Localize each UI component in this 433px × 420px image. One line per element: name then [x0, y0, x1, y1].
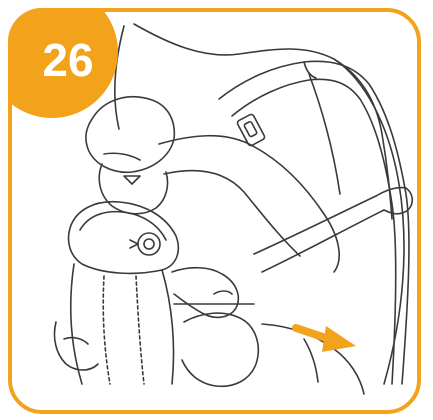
adult-hand-bottom [53, 321, 99, 371]
baby-leg [181, 312, 260, 388]
adult-hand-on-head [85, 96, 176, 174]
step-badge: 26 [8, 8, 126, 126]
pull-direction-arrow-icon [292, 324, 356, 352]
carrier-head-support [67, 200, 180, 275]
shoulder-strap [218, 60, 410, 385]
baby-arm [171, 266, 240, 319]
waist-strap [253, 195, 377, 255]
adult-torso [133, 23, 405, 385]
carrier-logo-disc [137, 232, 161, 256]
adult-left-arm [158, 134, 340, 273]
step-number: 26 [42, 34, 94, 86]
adult-right-arm [333, 58, 393, 220]
strap-buckle [236, 113, 266, 147]
baby-carrier-illustration [53, 23, 414, 395]
carrier-body [69, 263, 83, 385]
